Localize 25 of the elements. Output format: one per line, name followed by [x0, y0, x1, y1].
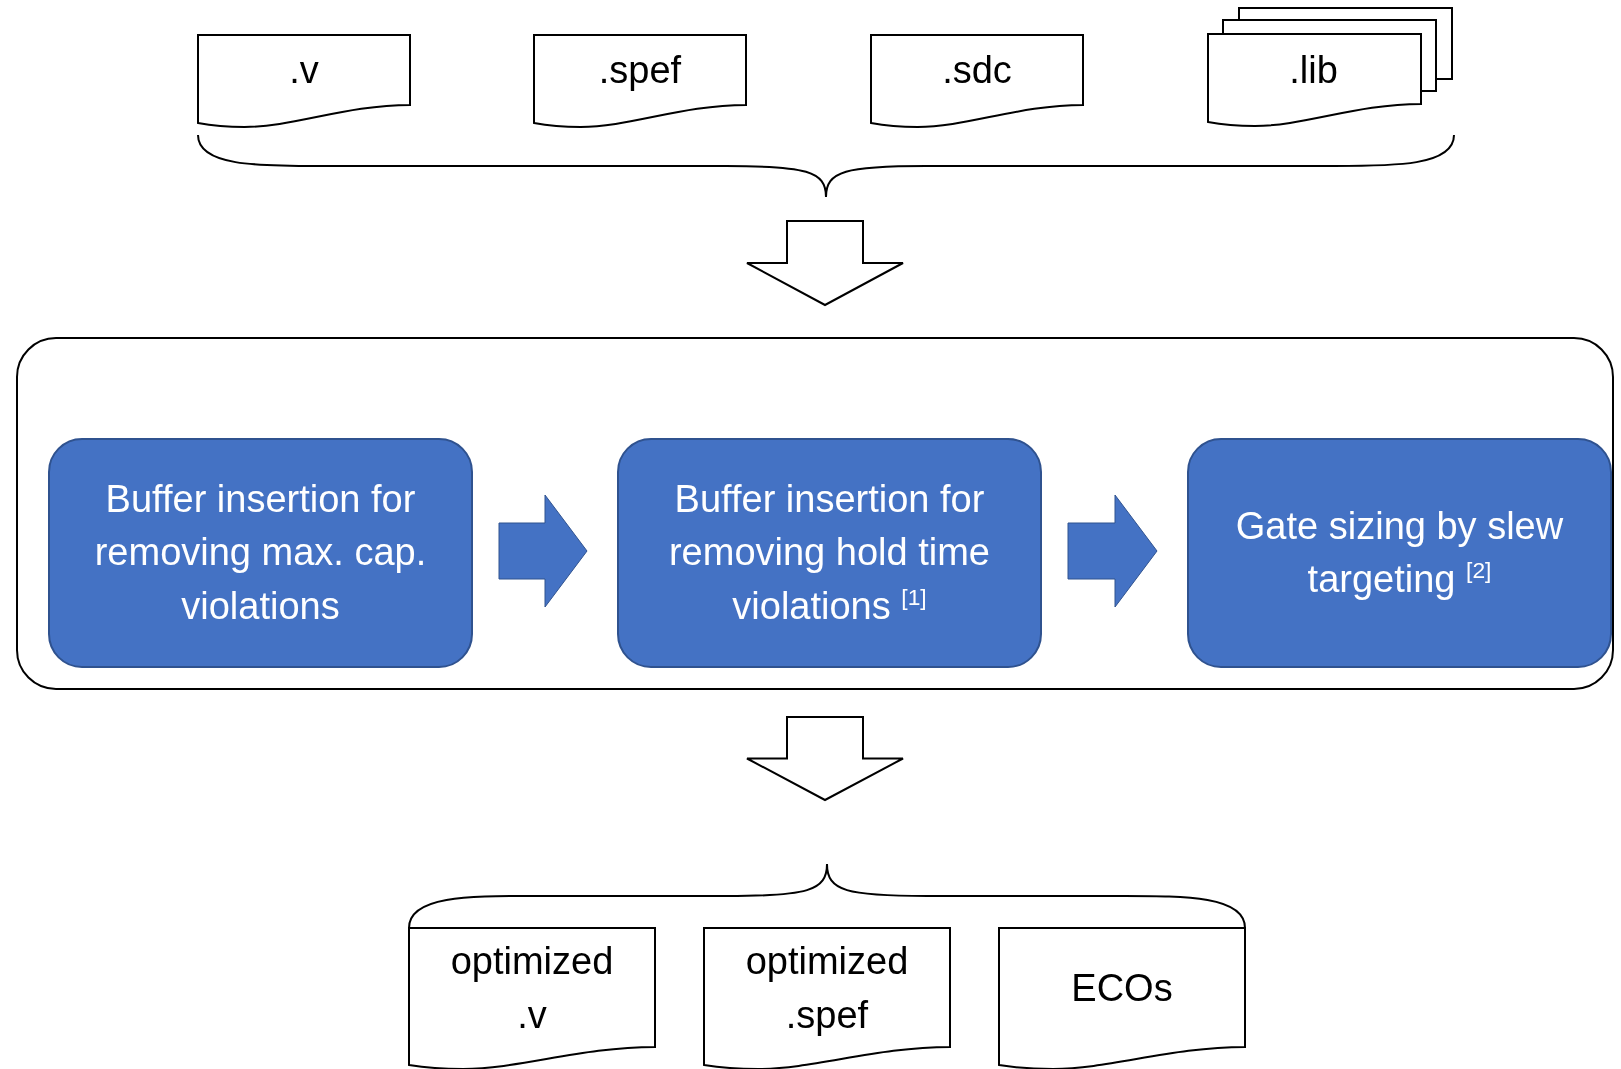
- hollow-arrow: [746, 716, 904, 802]
- hollow-arrow: [746, 220, 904, 307]
- node-label: Buffer insertion for removing hold time violations $^{[1]}$: [667, 477, 991, 629]
- node-label: Buffer insertion for removing max. cap. violations: [93, 477, 428, 629]
- group-container: [16, 337, 1614, 690]
- document-shape: [409, 928, 655, 1069]
- node-label: optimized .v: [449, 939, 615, 1038]
- block-arrow: [498, 494, 588, 608]
- node-label: .spef: [598, 48, 682, 94]
- node-label: .sdc: [942, 48, 1012, 94]
- process-box: [1187, 438, 1612, 668]
- node-label: .v: [289, 48, 319, 94]
- process-box: [48, 438, 473, 668]
- document-shape: [198, 35, 410, 127]
- document-shape: [704, 928, 950, 1069]
- document-shape: [534, 35, 746, 127]
- node-label: Gate sizing by slew targeting $^{[2]}$: [1234, 503, 1565, 602]
- block-arrow: [1067, 494, 1158, 608]
- document-shape: [999, 928, 1245, 1069]
- node-label: optimized .spef: [744, 939, 910, 1038]
- document-stack: [1207, 8, 1454, 127]
- node-label: ECOs: [1071, 965, 1173, 1011]
- node-label: .lib: [1289, 47, 1338, 93]
- process-box: [617, 438, 1042, 668]
- document-shape: [871, 35, 1083, 127]
